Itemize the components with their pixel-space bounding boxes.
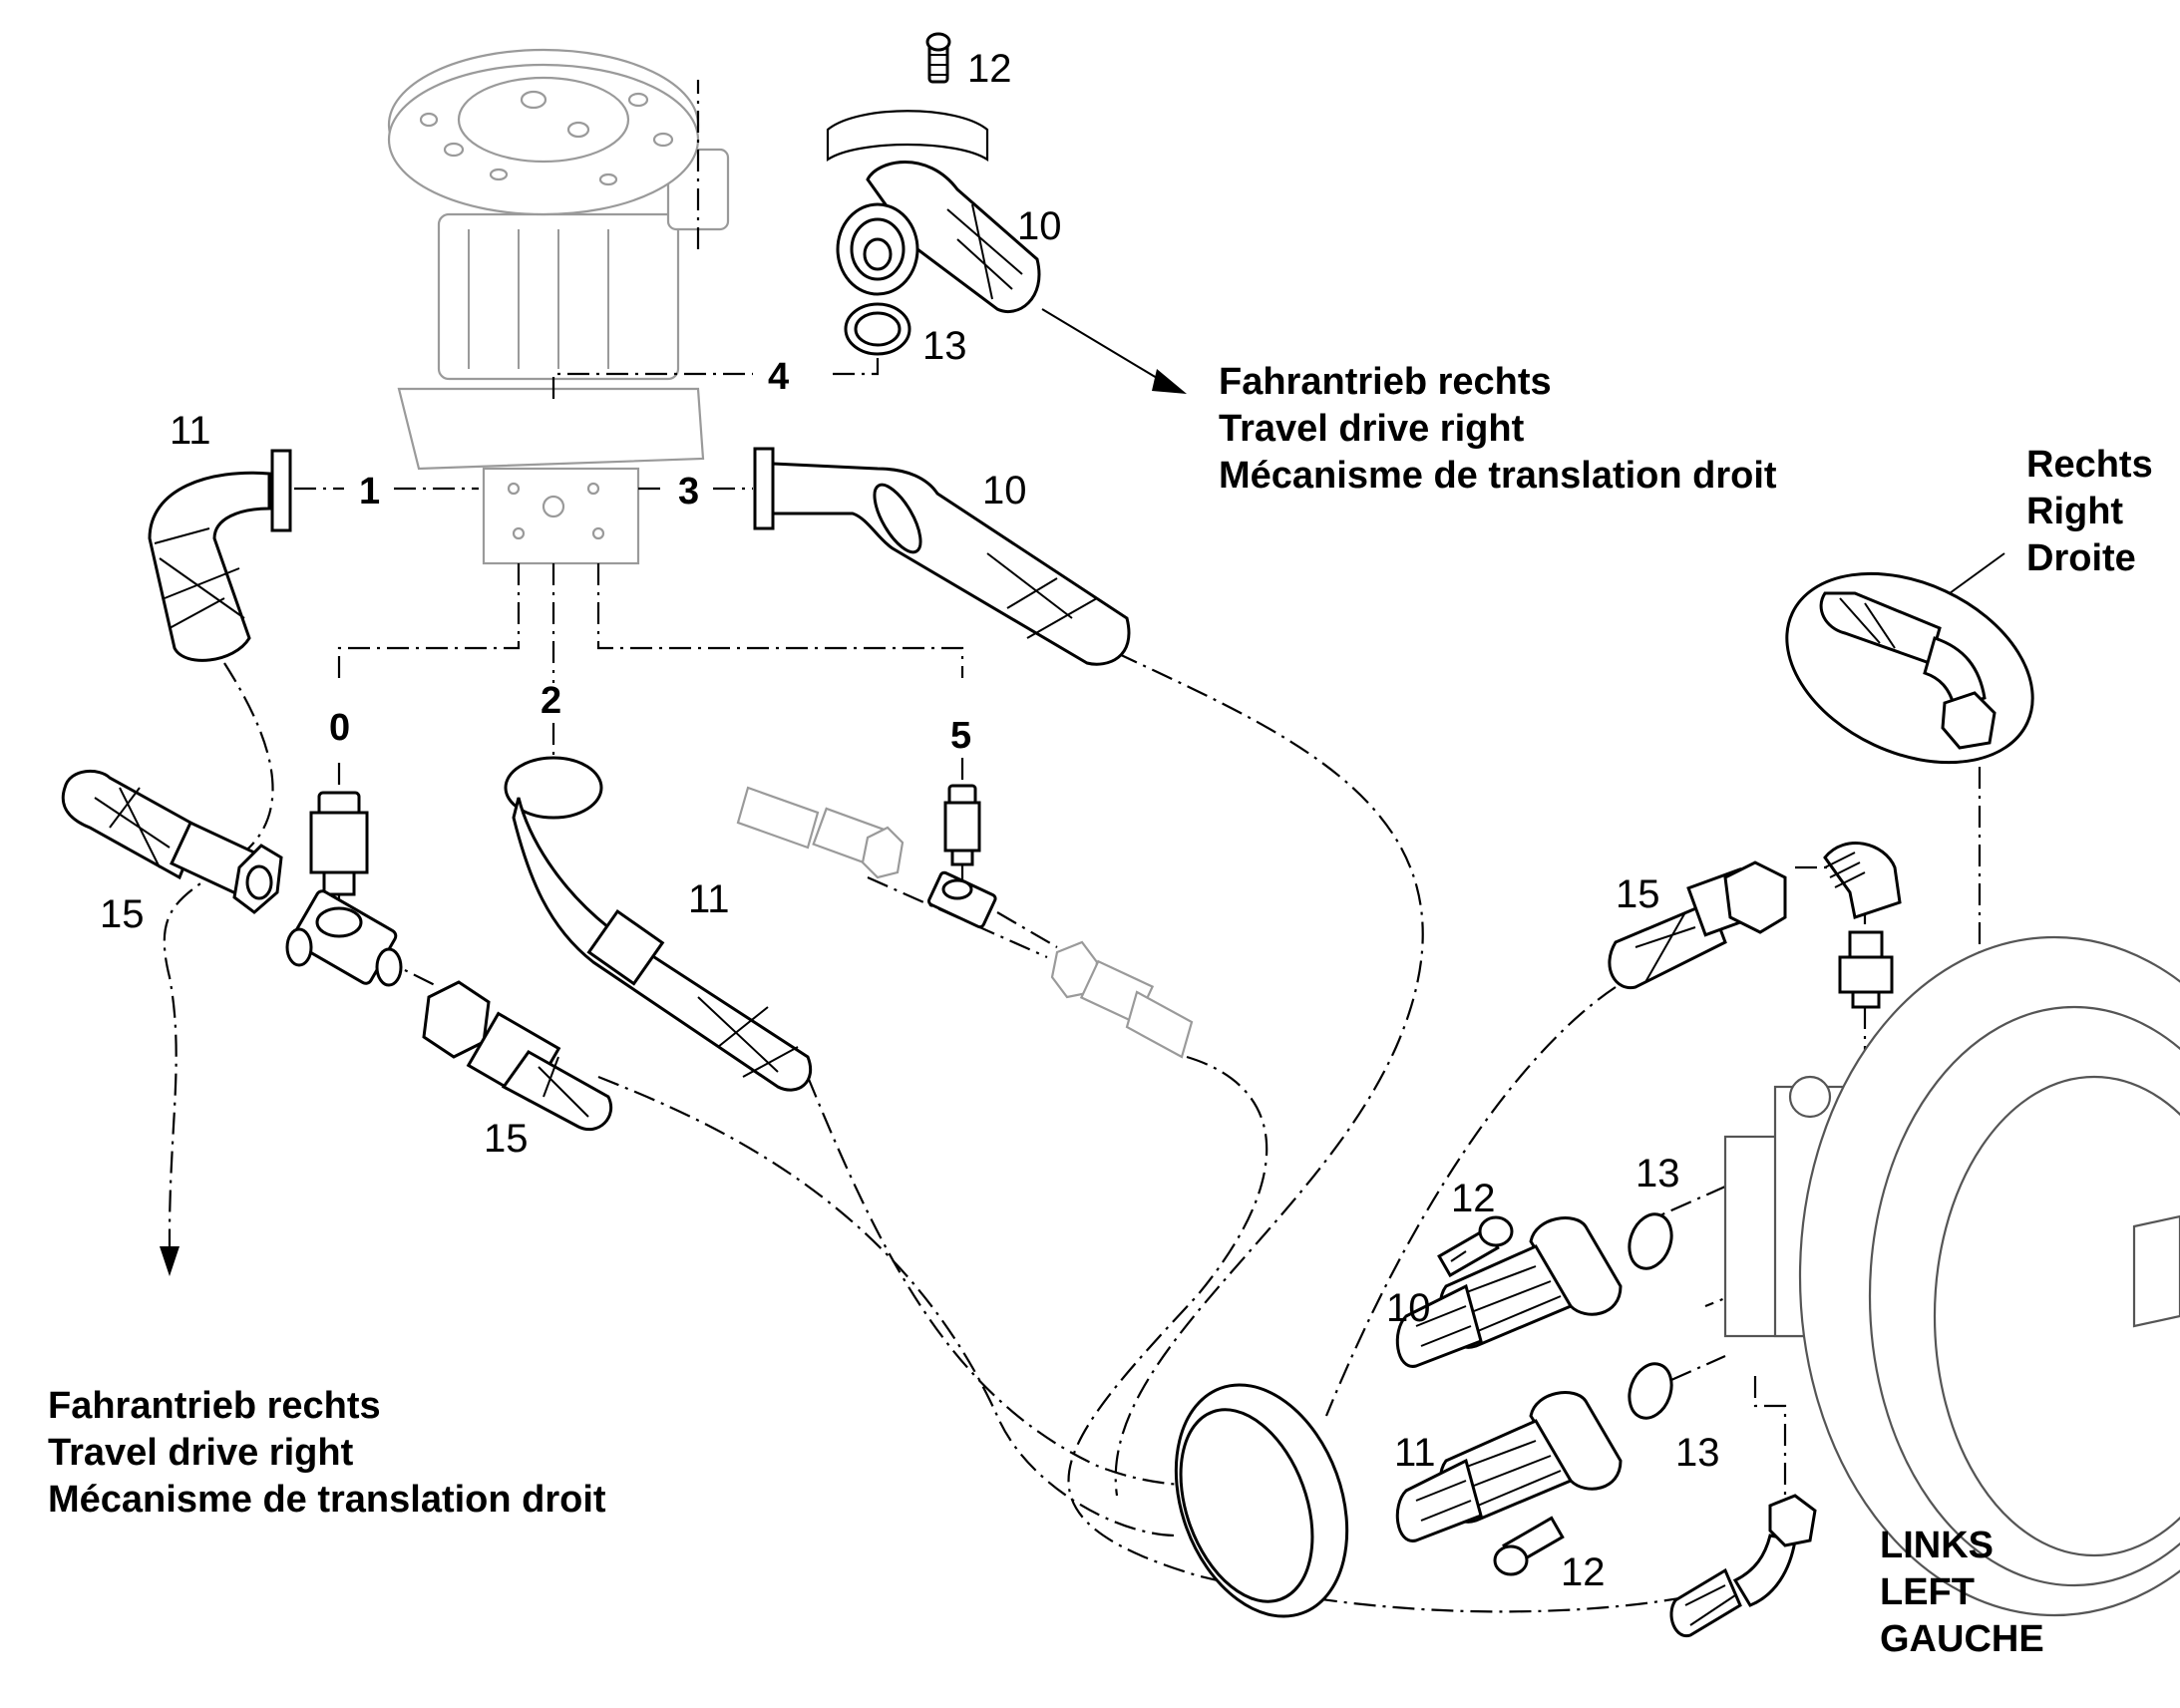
caption-left-fr: GAUCHE — [1880, 1618, 2044, 1660]
port-2: 2 — [541, 680, 561, 722]
tee-fitting-left — [285, 889, 403, 987]
callout-11-topleft: 11 — [170, 409, 211, 453]
hose-bottom-right — [1669, 1494, 1817, 1638]
inset-right-fitting — [1785, 571, 2034, 765]
callout-13-top: 13 — [922, 324, 967, 368]
caption-bottom-en: Travel drive right — [48, 1432, 354, 1474]
hose-15-left — [61, 769, 283, 914]
clamp-bolt-top — [925, 32, 951, 84]
elbow-fitting-right — [1823, 842, 1902, 919]
callout-11-right: 11 — [1394, 1431, 1436, 1475]
port-5: 5 — [950, 715, 971, 757]
caption-travel-drive-bottom: Fahrantrieb rechts Travel drive right Mé… — [48, 1385, 606, 1521]
half-clamp-top — [826, 110, 989, 163]
fitting-5 — [943, 784, 981, 866]
callout-10-right: 10 — [1386, 1286, 1431, 1330]
caption-right-side: Rechts Right Droite — [2026, 444, 2153, 579]
hose-11-topleft — [148, 449, 292, 662]
caption-right-de: Rechts — [2026, 444, 2153, 486]
caption-left-side: LINKS LEFT GAUCHE — [1880, 1525, 2044, 1660]
faded-hose-upper — [736, 786, 905, 879]
callout-12-top: 12 — [967, 47, 1012, 91]
flange-hose-10 — [1395, 1216, 1623, 1368]
caption-top-en: Travel drive right — [1219, 408, 1525, 450]
bolt-12-upper — [1437, 1215, 1514, 1278]
caption-right-fr: Droite — [2026, 537, 2136, 579]
caption-bottom-de: Fahrantrieb rechts — [48, 1385, 381, 1427]
port-0: 0 — [329, 707, 350, 749]
callout-15-bottom: 15 — [484, 1117, 529, 1161]
caption-right-en: Right — [2026, 491, 2123, 532]
callout-12-right-lower: 12 — [1561, 1550, 1606, 1594]
port-3: 3 — [678, 471, 699, 512]
bolt-12-lower — [1493, 1516, 1565, 1576]
callout-15-left: 15 — [100, 892, 145, 936]
caption-left-en: LEFT — [1880, 1571, 1975, 1613]
caption-top-fr: Mécanisme de translation droit — [1219, 455, 1777, 497]
hose-15-right — [1608, 860, 1787, 990]
fitting-right — [1838, 930, 1894, 1009]
travel-drive-motor — [1723, 936, 2180, 1616]
flange-hose-11 — [1395, 1391, 1623, 1542]
caption-bottom-fr: Mécanisme de translation droit — [48, 1479, 606, 1521]
callout-11-center: 11 — [688, 877, 730, 921]
callout-10-mid: 10 — [982, 469, 1027, 512]
o-ring-13-upper — [1628, 1212, 1673, 1270]
faded-hose-lower — [1050, 940, 1194, 1059]
fitting-0 — [309, 791, 369, 896]
caption-top-de: Fahrantrieb rechts — [1219, 361, 1552, 403]
callout-12-right-upper: 12 — [1451, 1177, 1496, 1220]
leader-lines — [160, 80, 2005, 1613]
caption-left-de: LINKS — [1880, 1525, 1994, 1566]
port-1: 1 — [359, 471, 380, 512]
rotary-joint — [387, 48, 730, 565]
part-callouts: 12 10 13 11 10 15 11 15 15 12 13 10 11 1… — [100, 47, 1720, 1594]
caption-travel-drive-top: Fahrantrieb rechts Travel drive right Mé… — [1219, 361, 1777, 497]
callout-10-top: 10 — [1017, 204, 1062, 248]
port-numbers: 0 1 2 3 4 5 — [329, 356, 971, 757]
hose-11-center — [504, 756, 813, 1092]
port-4: 4 — [768, 356, 789, 398]
tee-fitting-right — [927, 870, 997, 929]
hose-15-bottom — [422, 980, 613, 1132]
callout-15-right: 15 — [1616, 872, 1660, 916]
hose-10-mid — [753, 447, 1131, 666]
o-ring-13-lower — [1628, 1362, 1673, 1420]
flange-ring — [1174, 1383, 1349, 1618]
hose-elbow-top — [836, 161, 1041, 313]
o-ring-top — [844, 302, 911, 356]
callout-13-right-upper: 13 — [1635, 1152, 1680, 1196]
callout-13-right-lower: 13 — [1675, 1431, 1720, 1475]
